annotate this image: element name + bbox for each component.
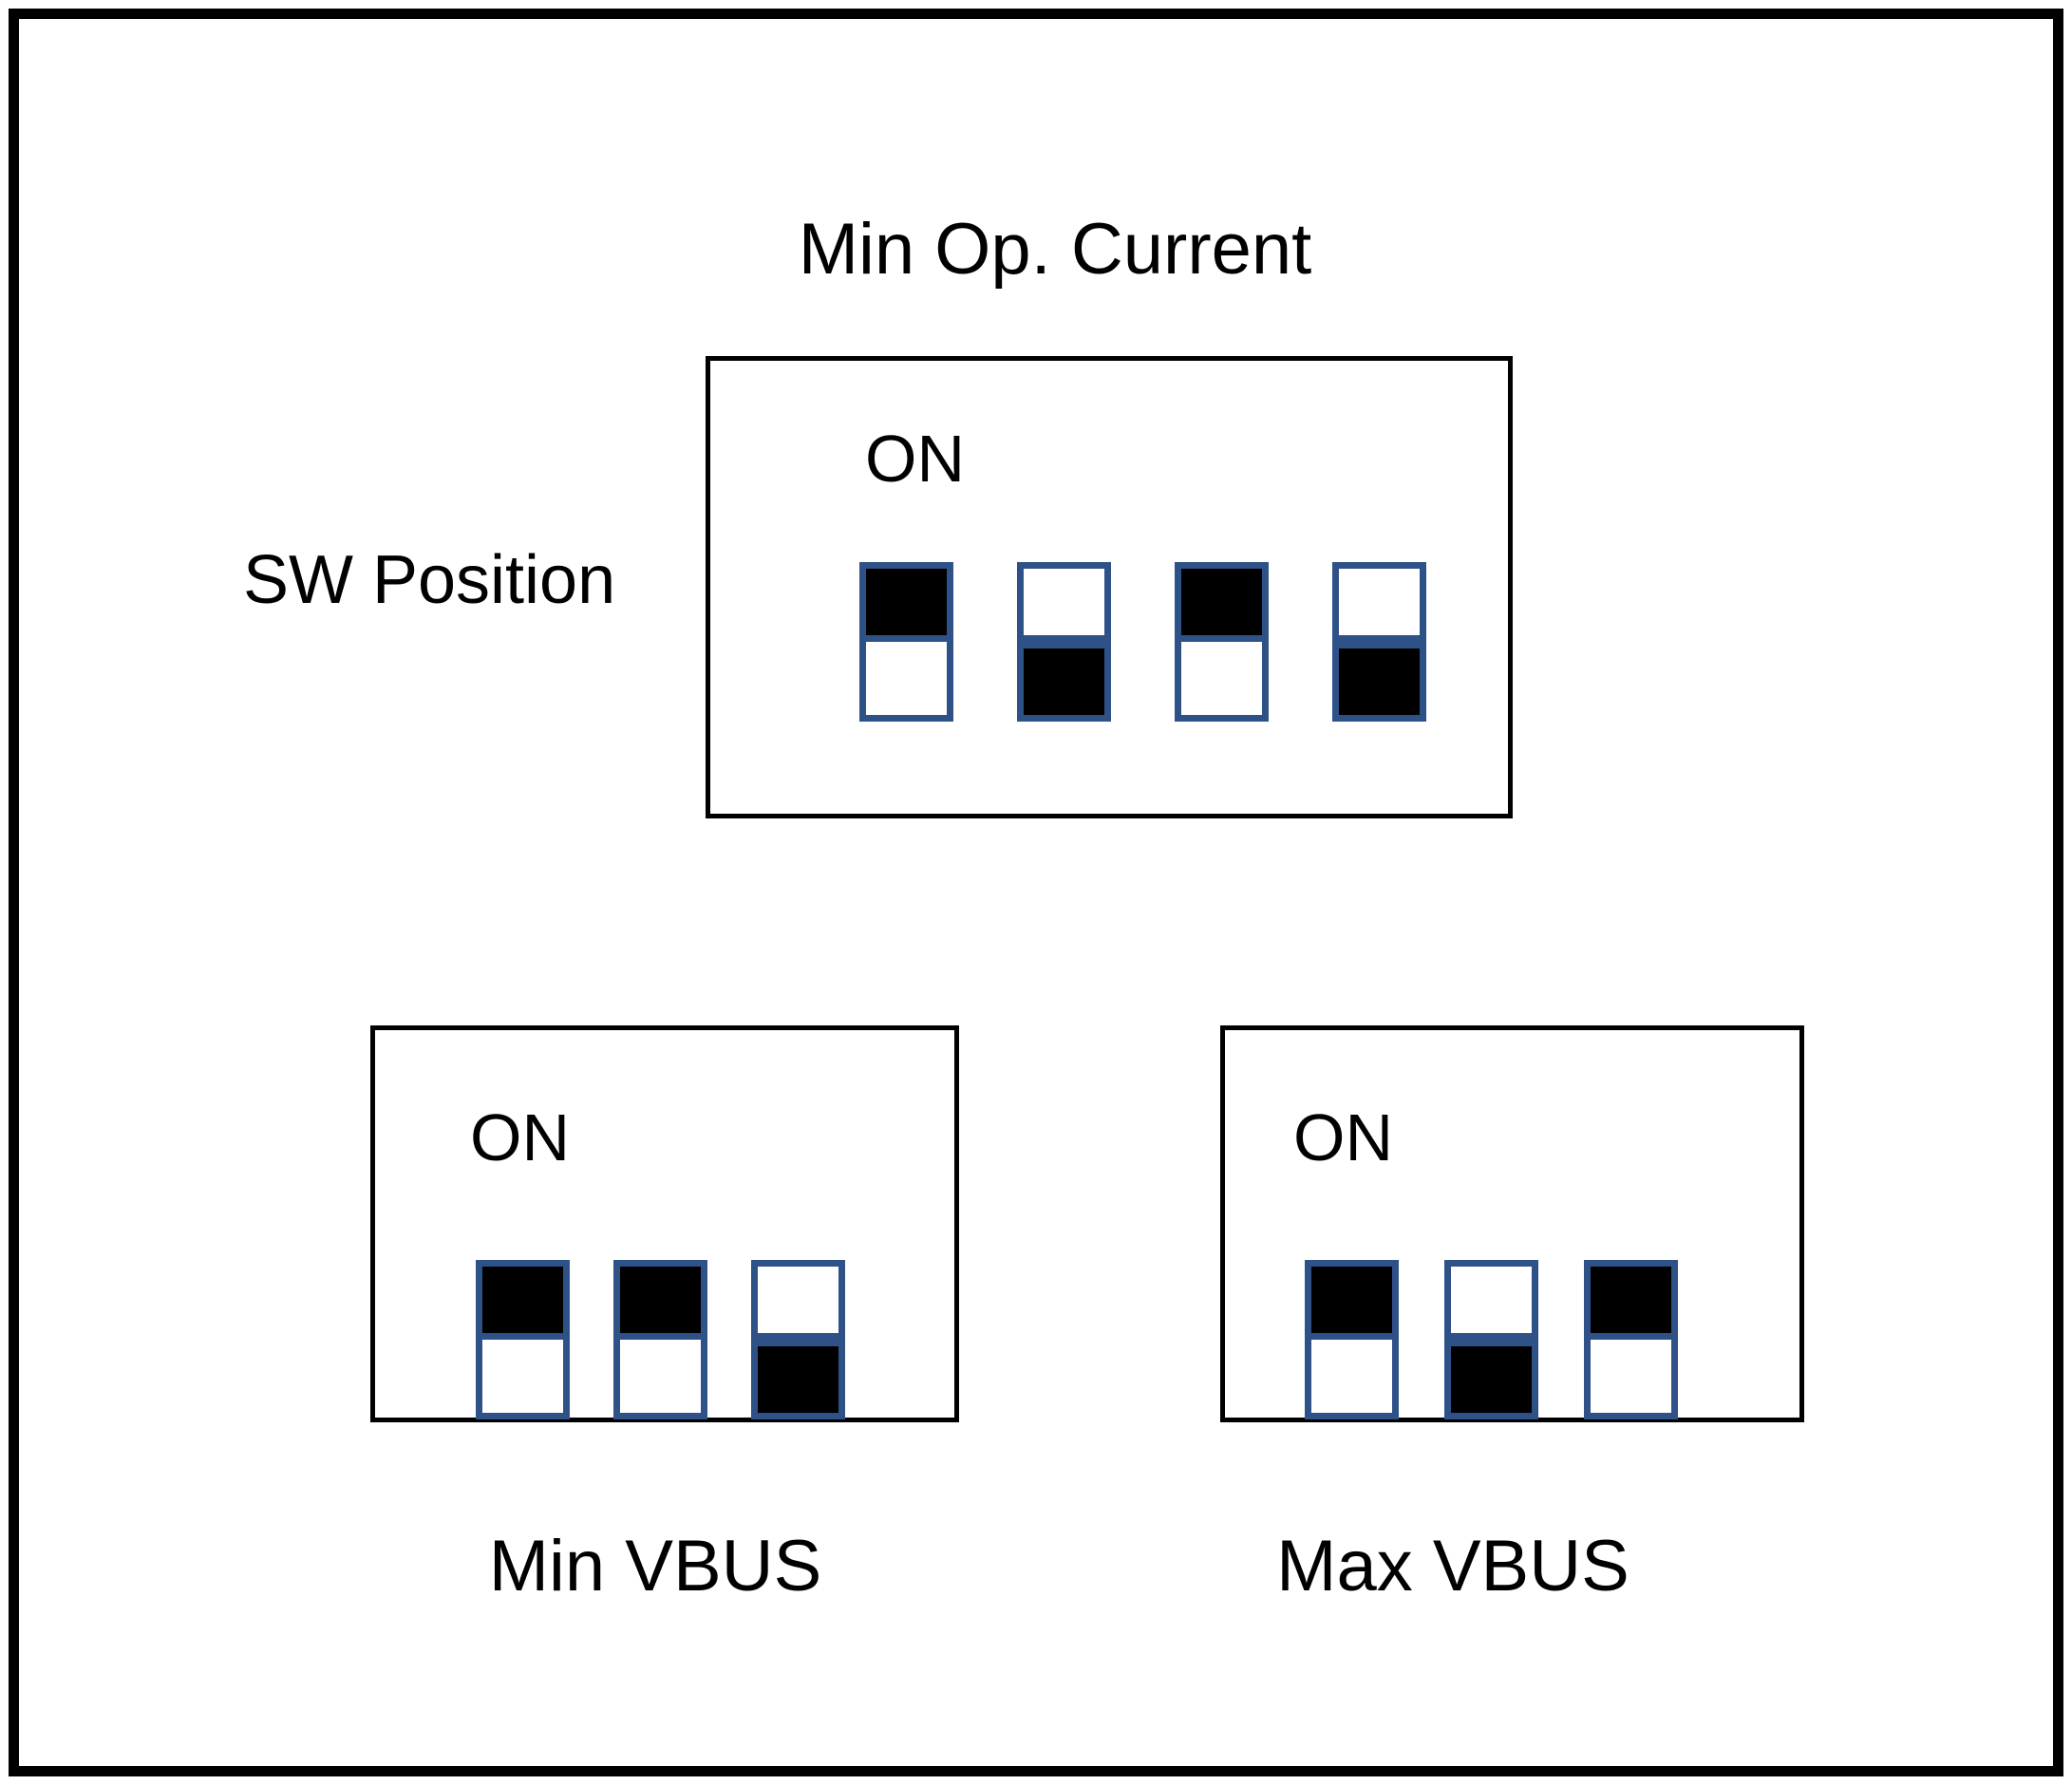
- dip-half-top: [482, 1267, 563, 1340]
- dip-half-bottom: [1311, 1340, 1392, 1413]
- switch-row-max-vbus: [1305, 1260, 1678, 1419]
- dip-switch-min-op-current-1[interactable]: [859, 562, 953, 722]
- dip-half-top: [866, 569, 947, 642]
- on-label-min-op-current: ON: [865, 422, 965, 496]
- title-min-op-current: Min Op. Current: [798, 209, 1312, 290]
- dip-switch-min-op-current-4[interactable]: [1332, 562, 1426, 722]
- dip-half-top: [1339, 569, 1420, 642]
- dip-half-bottom: [1591, 1340, 1671, 1413]
- dip-switch-min-vbus-1[interactable]: [476, 1260, 570, 1419]
- dip-half-top: [620, 1267, 701, 1340]
- dip-switch-max-vbus-1[interactable]: [1305, 1260, 1399, 1419]
- dip-switch-min-op-current-2[interactable]: [1017, 562, 1111, 722]
- on-label-min-vbus: ON: [470, 1100, 570, 1174]
- caption-min-vbus: Min VBUS: [488, 1526, 822, 1606]
- label-sw-position: SW Position: [243, 542, 616, 618]
- on-label-max-vbus: ON: [1293, 1100, 1393, 1174]
- dip-half-top: [1024, 569, 1104, 642]
- dip-half-bottom: [758, 1340, 838, 1413]
- dip-half-top: [758, 1267, 838, 1340]
- dip-half-top: [1591, 1267, 1671, 1340]
- dip-switch-max-vbus-2[interactable]: [1444, 1260, 1538, 1419]
- outer-frame: Min Op. Current SW Position ON: [9, 9, 2063, 1776]
- dip-half-bottom: [866, 642, 947, 715]
- switch-group-min-op-current: ON: [706, 356, 1513, 818]
- dip-switch-min-op-current-3[interactable]: [1175, 562, 1269, 722]
- dip-switch-min-vbus-2[interactable]: [613, 1260, 707, 1419]
- dip-switch-max-vbus-3[interactable]: [1584, 1260, 1678, 1419]
- dip-half-bottom: [1181, 642, 1262, 715]
- dip-half-bottom: [620, 1340, 701, 1413]
- switch-row-min-vbus: [476, 1260, 845, 1419]
- dip-half-top: [1181, 569, 1262, 642]
- switch-row-min-op-current: [859, 562, 1426, 722]
- dip-half-top: [1311, 1267, 1392, 1340]
- dip-half-bottom: [482, 1340, 563, 1413]
- dip-switch-min-vbus-3[interactable]: [751, 1260, 845, 1419]
- dip-half-bottom: [1451, 1340, 1532, 1413]
- dip-half-bottom: [1024, 642, 1104, 715]
- dip-half-bottom: [1339, 642, 1420, 715]
- caption-max-vbus: Max VBUS: [1276, 1526, 1629, 1606]
- dip-half-top: [1451, 1267, 1532, 1340]
- switch-group-min-vbus: ON: [370, 1025, 959, 1422]
- switch-group-max-vbus: ON: [1220, 1025, 1804, 1422]
